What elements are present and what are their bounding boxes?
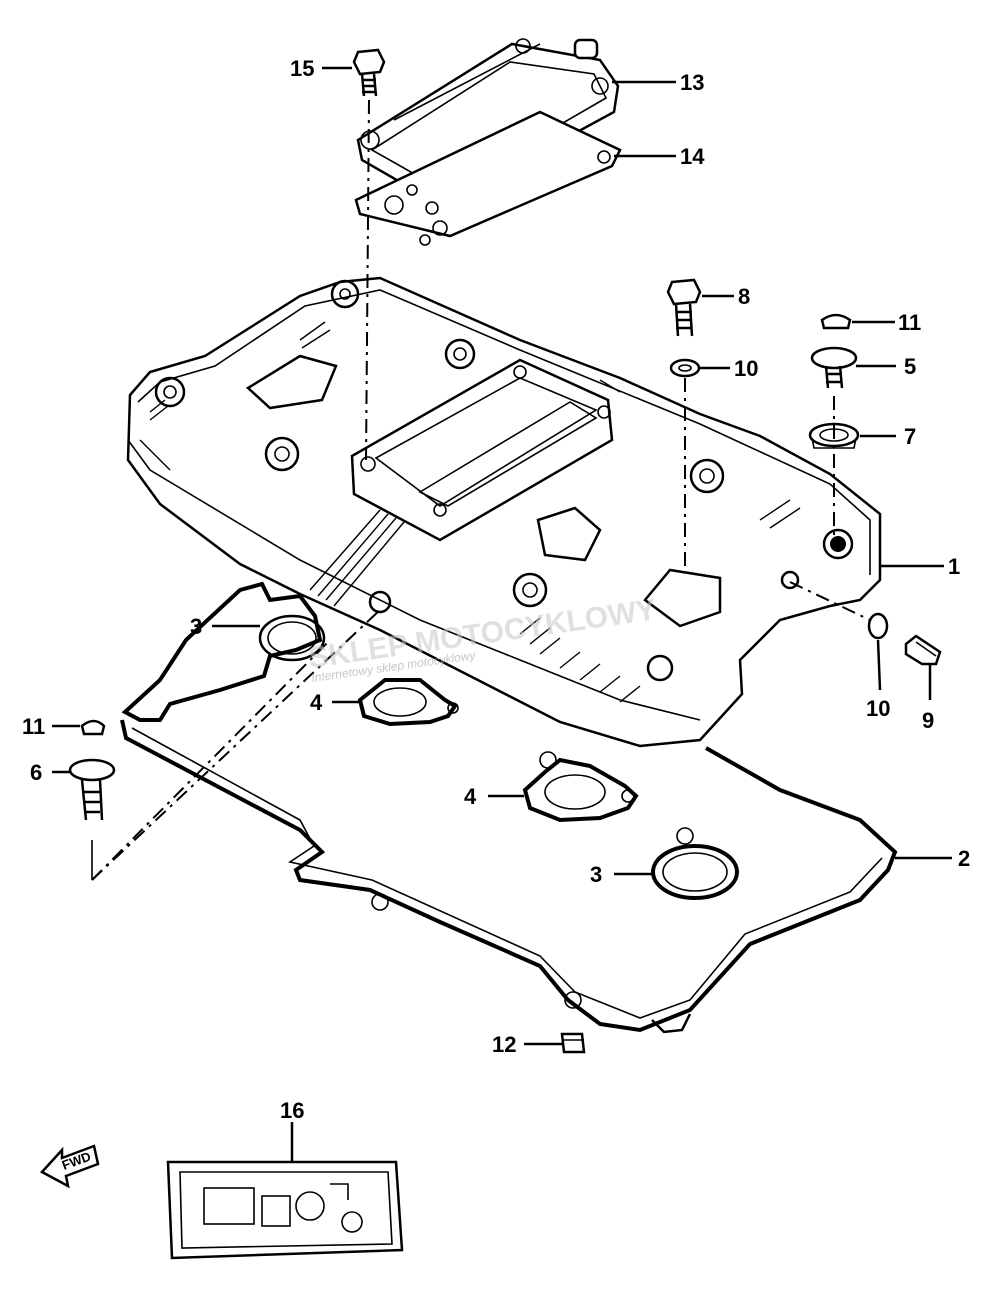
part-15-bolt (352, 48, 386, 97)
callout-3-lower: 3 (590, 862, 602, 887)
part-11-cap-lower (80, 719, 106, 736)
callout-5: 5 (904, 354, 916, 379)
part-1-cylinder-head-cover (126, 276, 882, 748)
leader-lines (52, 66, 952, 1162)
callout-12: 12 (492, 1032, 516, 1057)
callout-3-upper: 3 (190, 614, 202, 639)
callout-labels: 15 13 14 8 11 10 5 7 1 3 4 10 9 11 6 4 3… (22, 56, 970, 1123)
forward-direction-arrow: FWD (39, 1144, 100, 1189)
part-12-cap (560, 1032, 586, 1054)
callout-11-upper: 11 (898, 310, 921, 335)
callout-13: 13 (680, 70, 704, 95)
part-9-bolt (904, 634, 942, 666)
part-4-gasket-lower (522, 751, 639, 823)
part-10-washer-lower (867, 612, 889, 640)
part-3-plug-gasket-lower (651, 827, 739, 900)
callout-11-lower: 11 (22, 714, 45, 739)
cooling-fins (139, 321, 801, 703)
part-4-gasket-upper (357, 678, 459, 727)
callout-10-upper: 10 (734, 356, 758, 381)
callout-4-lower: 4 (464, 784, 477, 809)
part-14-breather-gasket (354, 110, 622, 246)
part-11-cap-upper (820, 313, 852, 330)
callout-2: 2 (958, 846, 970, 871)
part-3-plug-gasket-upper (258, 614, 326, 662)
part-8-bolt (666, 278, 702, 337)
callout-7: 7 (904, 424, 916, 449)
callout-9: 9 (922, 708, 934, 733)
callout-6: 6 (30, 760, 42, 785)
part-10-washer-upper (669, 358, 701, 378)
part-2-head-cover-gasket (120, 581, 898, 1034)
callout-16: 16 (280, 1098, 304, 1123)
callout-8: 8 (738, 284, 750, 309)
callout-10-lower: 10 (866, 696, 890, 721)
part-6-bolt (68, 758, 116, 821)
callout-1: 1 (948, 554, 960, 579)
callout-14: 14 (680, 144, 705, 169)
part-16-gasket-set (166, 1160, 404, 1260)
part-5-bolt (810, 346, 858, 389)
callout-15: 15 (290, 56, 314, 81)
callout-4-upper: 4 (310, 690, 323, 715)
